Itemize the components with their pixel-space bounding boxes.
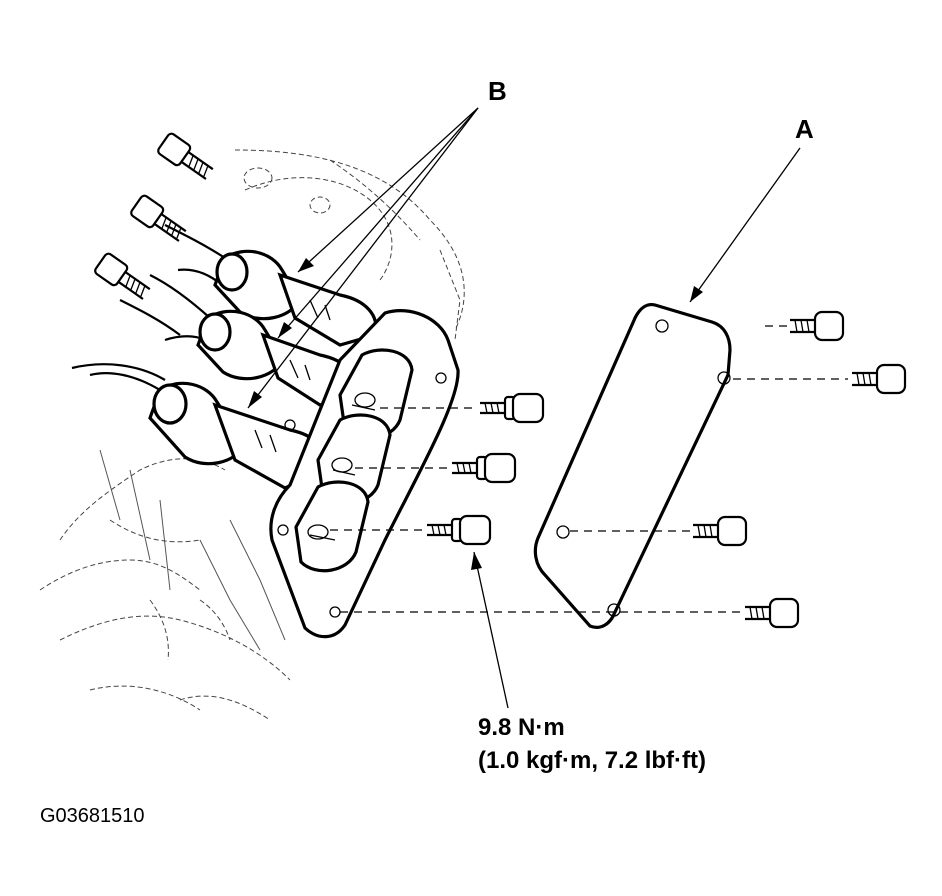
callout-a-leader <box>689 147 801 303</box>
engine-phantom-outline <box>39 149 465 721</box>
figure-id: G03681510 <box>40 805 145 827</box>
cover-plate-bolts <box>693 310 907 629</box>
ignition-coil-wires <box>71 224 226 391</box>
torque-leader <box>471 551 509 709</box>
callout-b-label: B <box>488 76 507 106</box>
head-cover-flange <box>269 309 460 639</box>
callout-b-leaders <box>247 107 479 409</box>
torque-spec-line2: (1.0 kgf·m, 7.2 lbf·ft) <box>478 747 706 774</box>
seal-bolts <box>427 392 545 546</box>
torque-spec-line1: 9.8 N·m <box>478 714 565 741</box>
callout-a-label: A <box>795 114 814 144</box>
cover-plate <box>533 302 732 629</box>
coil-mounting-bolts <box>94 132 214 300</box>
alignment-lines <box>330 325 848 613</box>
